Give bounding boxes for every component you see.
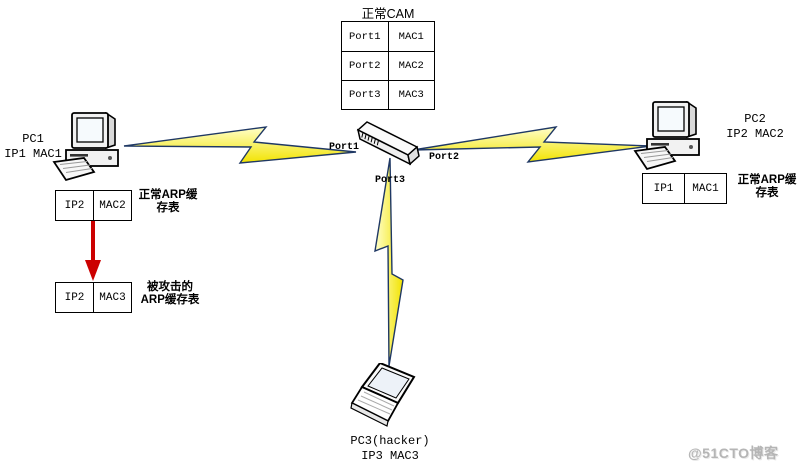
cam-mac-cell: MAC3 (398, 89, 424, 101)
arp-label-line: ARP缓存表 (140, 294, 200, 306)
pc1-address: IP1 MAC1 (4, 147, 62, 161)
cam-table-title: 正常CAM (361, 7, 415, 21)
pc3-laptop-icon (350, 363, 415, 427)
arp-label-pc1-attacked: 被攻击的 ARP缓存表 (133, 281, 207, 307)
arp-table-pc1-attacked: IP2 MAC3 (55, 282, 132, 313)
switch-port3-label: Port3 (375, 175, 406, 186)
pc1-name: PC1 (22, 132, 44, 146)
arp-table-pc2: IP1 MAC1 (642, 173, 727, 204)
cam-mac-cell: MAC2 (398, 60, 424, 72)
pc3-label: PC3(hacker) IP3 MAC3 (334, 434, 446, 464)
arp-mac-cell: MAC3 (93, 283, 131, 312)
arp-label-pc1-normal: 正常ARP缓 存表 (133, 189, 203, 215)
arp-table-pc1-normal: IP2 MAC2 (55, 190, 132, 221)
arp-mac-cell: MAC2 (93, 191, 131, 220)
cam-table-row: Port2 MAC2 (342, 51, 434, 80)
arp-label-pc2: 正常ARP缓 存表 (732, 174, 802, 200)
arp-label-line: 存表 (755, 187, 779, 199)
arp-label-line: 存表 (156, 202, 180, 214)
pc3-name: PC3(hacker) (350, 434, 430, 448)
pc2-computer-icon (634, 101, 700, 170)
pc3-address: IP3 MAC3 (361, 449, 419, 463)
cam-table-row: Port1 MAC1 (342, 22, 434, 51)
pc2-label: PC2 IP2 MAC2 (717, 112, 793, 142)
cam-port-cell: Port3 (342, 81, 389, 109)
arp-ip-cell: IP1 (653, 182, 674, 195)
switch-icon (356, 121, 420, 166)
arp-ip-cell: IP2 (64, 291, 85, 304)
cam-port-cell: Port1 (342, 22, 389, 51)
lightning-link-switch-pc3 (374, 157, 404, 367)
arp-poison-arrow-icon (85, 219, 101, 281)
watermark: @51CTO博客 (688, 445, 779, 461)
switch-port1-label: Port1 (329, 142, 360, 153)
pc2-name: PC2 (744, 112, 766, 126)
arp-label-line: 被攻击的 (147, 281, 193, 293)
pc2-address: IP2 MAC2 (726, 127, 784, 141)
arp-ip-cell: IP2 (64, 199, 85, 212)
lightning-link-pc1-switch (123, 126, 357, 164)
arp-mac-cell: MAC1 (684, 174, 726, 203)
cam-mac-cell: MAC1 (398, 30, 424, 43)
arp-label-line: 正常ARP缓 (737, 174, 797, 186)
cam-table: Port1 MAC1 Port2 MAC2 Port3 MAC3 (341, 21, 435, 110)
cam-port-cell: Port2 (342, 52, 389, 80)
cam-table-row: Port3 MAC3 (342, 80, 434, 109)
arp-label-line: 正常ARP缓 (138, 189, 198, 201)
pc1-label: PC1 IP1 MAC1 (2, 132, 64, 162)
switch-port2-label: Port2 (429, 152, 460, 163)
